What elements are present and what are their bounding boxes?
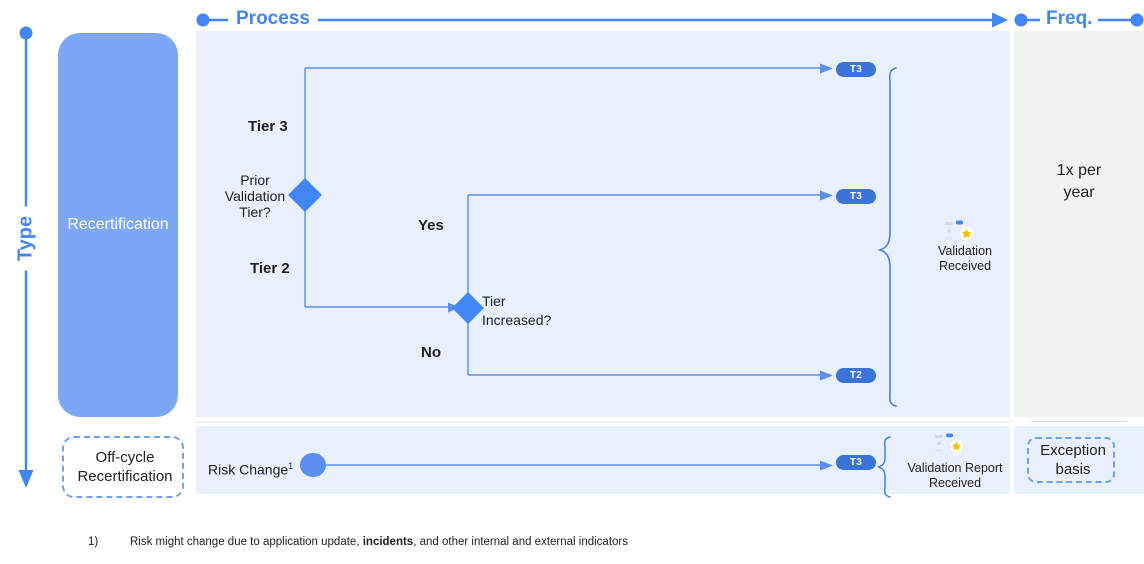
outcome-label-validation-received: Validation Received: [915, 244, 1015, 274]
validation-received-line1: Validation: [938, 244, 992, 258]
tier-badge-t3-top[interactable]: T3: [836, 62, 876, 77]
type-axis: Type: [8, 26, 44, 492]
type-cell-offcycle-label: Off-cycle Recertification: [64, 448, 186, 486]
process-axis: Process: [196, 8, 1008, 32]
branch-label-tier3: Tier 3: [248, 118, 288, 135]
start-label-risk-change: Risk Change1: [208, 457, 293, 479]
tier-badge-t3-bottom[interactable]: T3: [836, 455, 876, 470]
footnote-text-part2: , and other internal and external indica…: [413, 536, 629, 548]
freq-panel-recertification: [1014, 31, 1144, 417]
freq-year-line2: year: [1063, 184, 1095, 201]
footnote-number: 1): [88, 536, 99, 548]
freq-divider: [1031, 421, 1127, 422]
tierinc-line1: Tier: [482, 293, 506, 309]
prior-line3: Tier?: [239, 204, 271, 220]
start-node-risk-change: [300, 453, 326, 477]
type-axis-label: Type: [11, 206, 41, 271]
validation-received-line2: Received: [938, 259, 992, 273]
freq-axis-label: Freq.: [1040, 8, 1099, 30]
type-cell-recertification[interactable]: Recertification: [58, 33, 178, 417]
validation-report-line2: Received: [928, 476, 982, 490]
award-rosette-icon-bottom: [931, 432, 979, 460]
footnote-bold: incidents: [362, 536, 414, 548]
branch-label-no: No: [421, 344, 441, 361]
panel-divider: [196, 421, 1010, 423]
freq-axis: Freq.: [1014, 8, 1144, 32]
freq-cell-exception-basis[interactable]: Exception basis: [1027, 437, 1115, 483]
branch-label-yes: Yes: [418, 217, 444, 234]
exception-line1: Exception: [1040, 442, 1106, 459]
decision-label-prior-validation-tier: Prior Validation Tier?: [224, 172, 286, 220]
process-panel-recertification: [196, 31, 1010, 417]
freq-year-line1: 1x per: [1056, 162, 1102, 179]
outcome-label-validation-report-received: Validation Report Received: [895, 461, 1015, 491]
validation-report-line1: Validation Report: [907, 461, 1003, 475]
tierinc-line2: Increased?: [482, 312, 552, 328]
type-cell-recertification-label: Recertification: [67, 216, 169, 233]
exception-basis-label: Exception basis: [1029, 441, 1117, 479]
branch-label-tier2: Tier 2: [250, 260, 290, 277]
process-axis-label: Process: [228, 8, 318, 30]
exception-line2: basis: [1055, 461, 1091, 478]
tier-badge-t2[interactable]: T2: [836, 368, 876, 383]
tier-badge-t3-mid[interactable]: T3: [836, 189, 876, 204]
prior-line1: Prior: [240, 172, 270, 188]
type-cell-offcycle-recertification[interactable]: Off-cycle Recertification: [62, 436, 184, 498]
prior-line2: Validation: [224, 188, 286, 204]
offcycle-label-line1: Off-cycle: [95, 449, 155, 466]
risk-change-text: Risk Change: [208, 461, 289, 478]
footnote-text-part1: Risk might change due to application upd…: [130, 536, 363, 548]
footnote-marker: 1: [288, 461, 294, 471]
footnote: 1) Risk might change due to application u…: [88, 536, 988, 548]
freq-cell-1x-per-year: 1x per year: [1014, 160, 1144, 204]
decision-label-tier-increased: Tier Increased?: [482, 292, 572, 330]
offcycle-label-line2: Recertification: [77, 468, 173, 485]
